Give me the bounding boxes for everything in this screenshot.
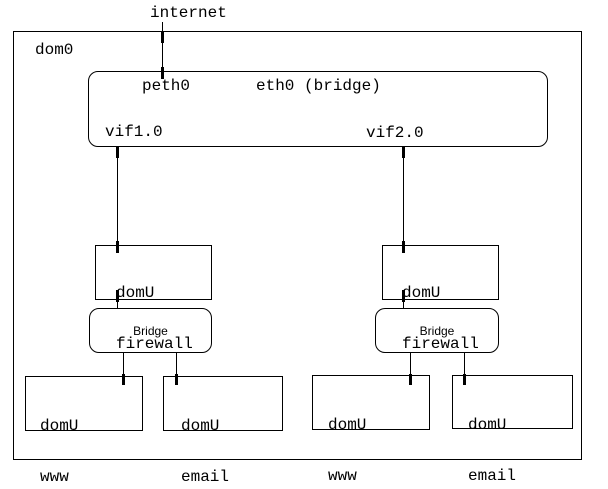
connector-bridge-left-to-www-left xyxy=(123,353,124,385)
connector-endpoint-stub xyxy=(161,67,164,79)
connector-endpoint-stub xyxy=(122,374,125,385)
connector-vif2-to-firewall-right xyxy=(403,146,404,252)
connector-bridge-right-to-www-right xyxy=(410,353,411,385)
domu-email-left-box xyxy=(163,376,283,431)
domu-firewall-left-line2: firewall xyxy=(116,335,193,353)
connector-bridge-left-to-email-left xyxy=(176,353,177,385)
domu-firewall-left-line1: domU xyxy=(116,284,155,302)
domu-email-right-line1: domU xyxy=(468,416,507,434)
connector-endpoint-stub xyxy=(175,374,178,385)
domu-www-right-label: domU www xyxy=(328,383,366,489)
domu-email-left-line1: domU xyxy=(181,417,220,435)
domu-firewall-right-line1: domU xyxy=(402,284,441,302)
connector-vif1-to-firewall-left xyxy=(117,146,118,252)
connector-endpoint-stub xyxy=(409,374,412,385)
domu-www-right-line2: www xyxy=(328,467,357,485)
connector-internet-to-eth0 xyxy=(162,22,163,78)
connector-endpoint-stub xyxy=(116,241,119,253)
peth0-label: peth0 xyxy=(142,77,191,95)
domu-www-left-label: domU www xyxy=(40,384,78,489)
domu-www-left-line2: www xyxy=(40,468,69,486)
domu-email-right-label: domU email xyxy=(468,383,516,489)
connector-endpoint-stub xyxy=(116,290,119,302)
connector-bridge-right-to-email-right xyxy=(464,353,465,385)
eth0-bridge-box xyxy=(88,71,548,147)
domu-email-right-box xyxy=(452,375,573,429)
domu-firewall-left-box xyxy=(95,245,212,300)
eth0-bridge-label: eth0 (bridge) xyxy=(256,77,381,95)
domu-www-right-line1: domU xyxy=(328,416,367,434)
domu-firewall-right-box xyxy=(382,245,499,300)
domu-www-left-line1: domU xyxy=(40,417,79,435)
vif2-label: vif2.0 xyxy=(366,124,424,142)
connector-endpoint-stub xyxy=(402,146,405,158)
bridge-right-box: Bridge xyxy=(375,308,499,353)
vif1-label: vif1.0 xyxy=(105,123,163,141)
bridge-left-box: Bridge xyxy=(89,308,212,353)
connector-endpoint-stub xyxy=(463,374,466,385)
connector-endpoint-stub xyxy=(402,290,405,302)
bridge-left-label: Bridge xyxy=(133,323,168,338)
domu-firewall-left-label: domU firewall xyxy=(116,251,193,387)
connector-endpoint-stub xyxy=(402,241,405,253)
connector-endpoint-stub xyxy=(161,31,164,43)
domu-firewall-right-line2: firewall xyxy=(402,335,479,353)
connector-endpoint-stub xyxy=(116,146,119,158)
domu-email-left-label: domU email xyxy=(181,384,229,489)
domu-email-right-line2: email xyxy=(468,467,517,485)
bridge-right-label: Bridge xyxy=(419,323,455,338)
internet-label: internet xyxy=(150,4,227,22)
domu-email-left-line2: email xyxy=(181,468,230,486)
dom0-label: dom0 xyxy=(35,41,74,59)
domu-firewall-right-label: domU firewall xyxy=(402,251,479,387)
domu-www-left-box xyxy=(25,376,143,431)
